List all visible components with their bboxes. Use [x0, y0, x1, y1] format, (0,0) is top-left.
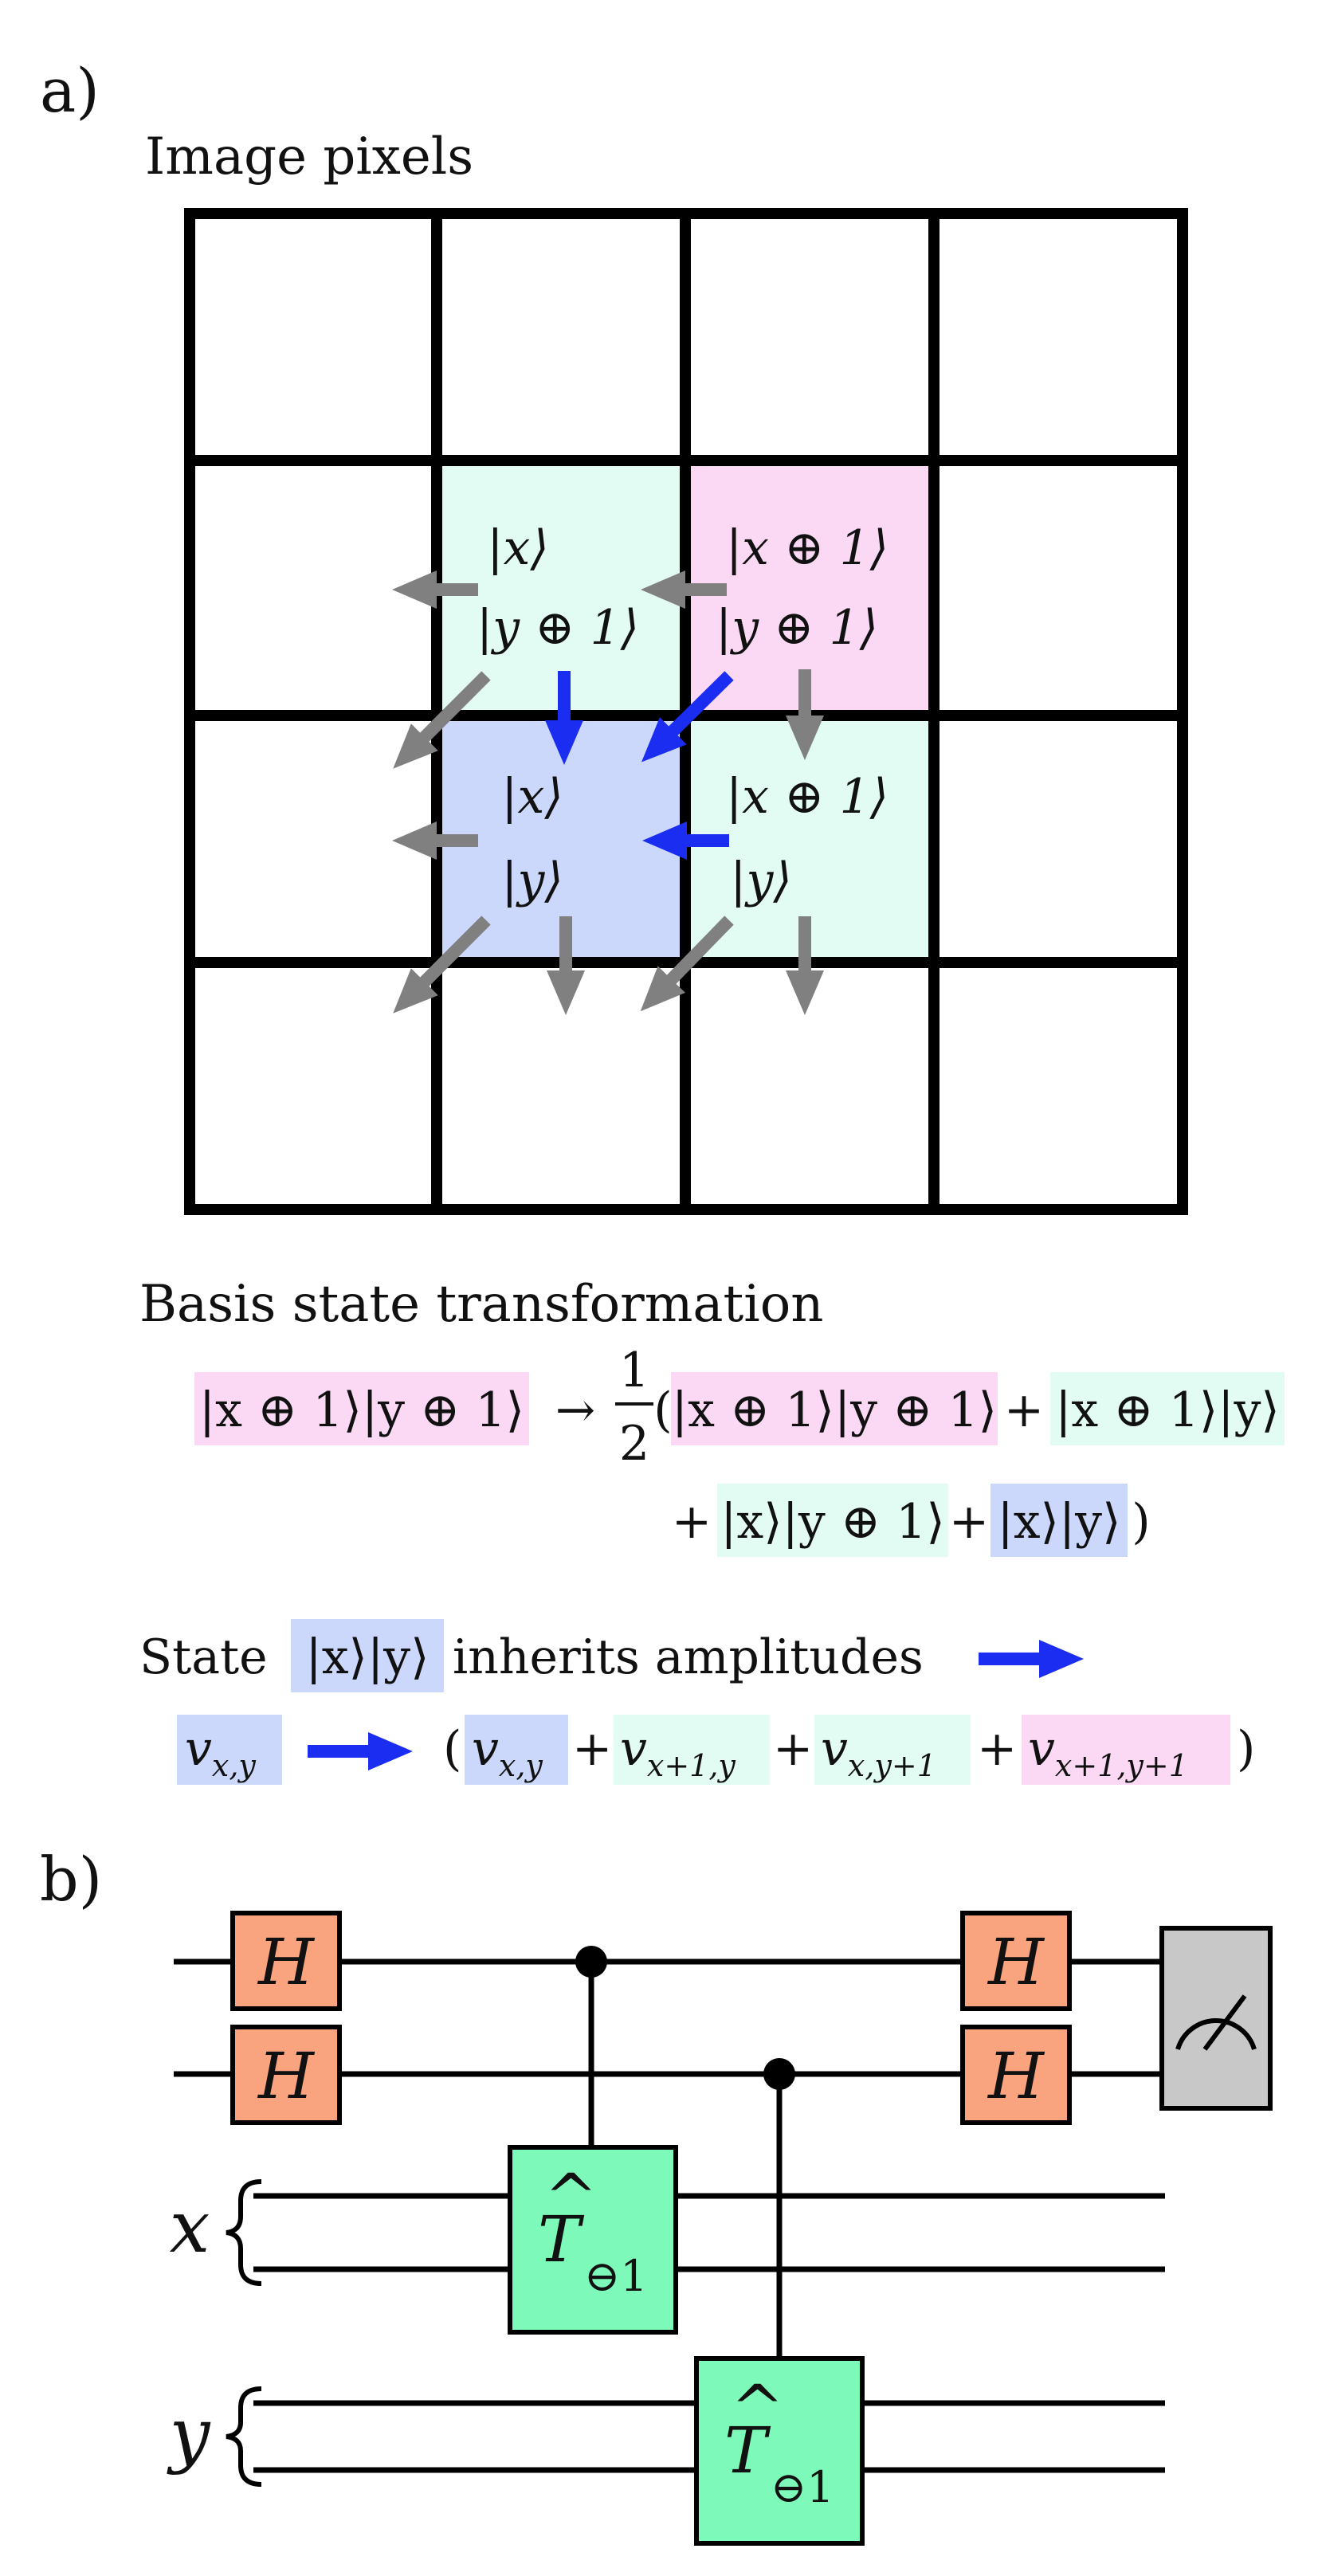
highlight-blue — [991, 1484, 1128, 1557]
hadamard-gate — [960, 1911, 1072, 2011]
amp-plus: + — [572, 1721, 612, 1777]
amp-term: vx+1,y — [620, 1721, 736, 1783]
control-dot-2 — [763, 2058, 795, 2090]
hadamard-label: H — [257, 2039, 316, 2113]
cell-label: |x ⊕ 1⟩ — [726, 520, 889, 576]
section-title: Basis state transformation — [139, 1275, 823, 1334]
panel-b-label: b) — [40, 1844, 102, 1915]
cell-label: |y⟩ — [730, 853, 792, 908]
cell-label: |y⟩ — [501, 853, 563, 908]
highlight-green — [614, 1715, 770, 1785]
panel-a-label: a) — [40, 55, 100, 126]
shift-gate-y-label: T — [724, 2413, 771, 2488]
amp-lhs: vx,y — [185, 1721, 256, 1783]
highlight-pink — [194, 1372, 529, 1445]
hadamard-label: H — [987, 1925, 1045, 1999]
highlight-green — [717, 1484, 948, 1557]
eq-plus: + — [672, 1494, 712, 1550]
hadamard-label: H — [257, 1925, 316, 1999]
eq-lhs: |x ⊕ 1⟩|y ⊕ 1⟩ — [199, 1382, 524, 1438]
amp-term: vx+1,y+1 — [1028, 1721, 1188, 1783]
shift-gate-y-sub: ⊖1 — [771, 2462, 834, 2512]
gray-arrow — [393, 916, 491, 1014]
eq-close-paren: ) — [1132, 1494, 1150, 1550]
blue-arrow — [641, 671, 734, 763]
cell-label: |y ⊕ 1⟩ — [716, 600, 878, 656]
grid-title: Image pixels — [145, 127, 473, 186]
cell-label: |x⟩ — [487, 520, 548, 576]
eq-open-paren: ( — [653, 1382, 672, 1438]
highlight-blue — [291, 1619, 444, 1692]
highlight-blue — [177, 1715, 282, 1785]
highlight-green — [814, 1715, 971, 1785]
inherit-statement: State |x⟩|y⟩ inherits amplitudes vx,y ( … — [139, 1619, 1255, 1785]
gray-arrow — [640, 916, 734, 1012]
cell-label: |x ⊕ 1⟩ — [726, 769, 889, 825]
amp-term: vx,y — [472, 1721, 543, 1783]
control-dot-1 — [575, 1946, 607, 1978]
amp-term: vx,y+1 — [821, 1721, 936, 1783]
shift-gate-x-sub: ⊖1 — [584, 2251, 648, 2301]
eq-half-num: 1 — [619, 1343, 649, 1398]
hadamard-gate — [230, 1911, 342, 2011]
hadamard-gate — [230, 2025, 342, 2125]
highlight-green — [1050, 1372, 1285, 1445]
meter-needle-icon — [1202, 1994, 1247, 2051]
hadamard-label: H — [987, 2039, 1045, 2113]
eq-plus: + — [1004, 1382, 1044, 1438]
amp-plus: + — [977, 1721, 1017, 1777]
eq-term3: |x⟩|y ⊕ 1⟩ — [720, 1494, 945, 1550]
blue-arrows — [545, 671, 734, 860]
inherit-suffix: inherits amplitudes — [453, 1629, 924, 1685]
brace-x — [226, 2179, 262, 2286]
eq-arrow: → — [555, 1382, 595, 1438]
hadamard-gate — [960, 2025, 1072, 2125]
brace-y — [226, 2386, 262, 2487]
eq-term4: |x⟩|y⟩ — [998, 1494, 1121, 1550]
shift-gate-y — [694, 2356, 865, 2546]
inherit-state: |x⟩|y⟩ — [306, 1629, 430, 1685]
circuit: H H H H ^ T ⊖1 ^ T ⊖1 x y — [167, 1911, 1273, 2546]
shift-gate-x — [508, 2145, 678, 2335]
shift-gate-x-hat: ^ — [544, 2160, 598, 2234]
register-x-label: x — [170, 2186, 210, 2269]
shift-gate-x-label: T — [538, 2202, 585, 2276]
eq-term2: |x ⊕ 1⟩|y⟩ — [1055, 1382, 1280, 1438]
gray-arrow — [393, 671, 491, 769]
inherit-prefix: State — [139, 1629, 268, 1685]
amp-close-paren: ) — [1237, 1721, 1255, 1777]
highlight-pink — [671, 1372, 998, 1445]
cell-label: |y ⊕ 1⟩ — [477, 600, 639, 656]
eq-plus: + — [949, 1494, 989, 1550]
transformation-equation: |x ⊕ 1⟩|y ⊕ 1⟩ → 1 2 ( |x ⊕ 1⟩|y ⊕ 1⟩ + … — [194, 1343, 1285, 1557]
highlight-pink — [1022, 1715, 1230, 1785]
meter-arc-icon — [1175, 2018, 1257, 2050]
amp-plus: + — [773, 1721, 813, 1777]
eq-half-den: 2 — [619, 1416, 649, 1472]
gray-arrows — [392, 570, 824, 1015]
shift-gate-y-hat: ^ — [731, 2371, 784, 2445]
eq-term1: |x ⊕ 1⟩|y ⊕ 1⟩ — [672, 1382, 997, 1438]
highlight-blue — [465, 1715, 568, 1785]
cell-label: |x⟩ — [501, 769, 563, 825]
register-y-label: y — [167, 2393, 211, 2476]
amp-open-paren: ( — [443, 1721, 461, 1777]
